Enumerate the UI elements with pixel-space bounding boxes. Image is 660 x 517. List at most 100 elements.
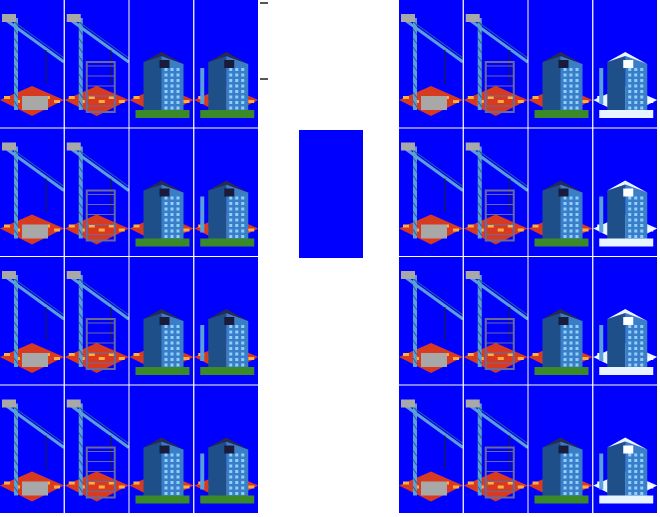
window: [634, 207, 638, 211]
window: [563, 218, 567, 222]
window: [229, 475, 233, 479]
window: [241, 475, 245, 479]
window: [634, 202, 638, 205]
crane-lattice: [477, 330, 483, 338]
tower-base: [534, 367, 589, 375]
tower-base: [599, 367, 654, 375]
ground-pattern: [487, 481, 494, 485]
window: [235, 492, 239, 495]
crane-lattice: [412, 229, 418, 236]
window: [569, 330, 573, 334]
window: [563, 224, 567, 227]
crane-jib-top: [70, 401, 130, 444]
window: [176, 79, 180, 82]
crane-jib-top: [404, 15, 464, 59]
window: [569, 84, 573, 88]
crane-mast: [413, 275, 417, 367]
crane-lattice: [78, 477, 84, 484]
window: [170, 347, 174, 350]
window: [176, 101, 180, 104]
window: [634, 486, 638, 490]
tower-left-face: [208, 56, 227, 116]
placeholder-swatch: [299, 130, 363, 258]
crane-lattice: [78, 73, 84, 81]
crane-lattice: [477, 486, 483, 493]
sprite-tile: [593, 128, 658, 256]
ground-pattern: [403, 96, 409, 99]
crane-lattice: [13, 450, 19, 457]
crane-lattice: [412, 211, 418, 218]
crane-jib-top: [70, 15, 130, 59]
crane-lattice: [412, 285, 418, 293]
window: [628, 101, 632, 104]
crane-jib-top: [70, 144, 130, 187]
crane-lattice: [412, 37, 418, 45]
window: [634, 106, 638, 110]
window: [628, 84, 632, 88]
crane-lattice: [13, 468, 19, 475]
ground-pattern: [403, 481, 409, 485]
crane-lattice: [13, 100, 19, 108]
ground-pattern: [54, 485, 60, 489]
ground-pattern: [453, 100, 459, 103]
window: [241, 229, 245, 233]
crane-lattice: [13, 330, 19, 338]
window: [634, 341, 638, 345]
window: [176, 224, 180, 227]
crane-lattice: [477, 46, 483, 54]
tower-base: [534, 495, 589, 504]
ground-pattern: [248, 485, 255, 489]
window: [176, 481, 180, 484]
sprite-tile: [194, 257, 259, 385]
window: [634, 101, 638, 104]
window: [634, 358, 638, 361]
sprite-tile: [0, 128, 65, 256]
window: [235, 486, 239, 490]
foundation-slab: [421, 481, 447, 496]
window: [569, 486, 573, 490]
window: [241, 459, 245, 462]
crane-lattice: [412, 459, 418, 466]
window: [229, 470, 233, 473]
crane-lattice: [13, 357, 19, 365]
tower-left-face: [607, 184, 626, 245]
rooftop-box: [159, 317, 170, 325]
window: [235, 235, 239, 238]
window: [575, 207, 579, 211]
ground-pattern: [248, 228, 255, 232]
ground-pattern: [517, 100, 524, 103]
scaffold-frame: [484, 61, 515, 113]
crane-lattice: [13, 285, 19, 293]
crane-lattice: [477, 312, 483, 320]
ground-pattern: [582, 357, 589, 360]
crane-lattice: [13, 321, 19, 329]
window: [640, 101, 644, 104]
window: [176, 84, 180, 88]
window: [634, 213, 638, 216]
ground-pattern: [532, 224, 539, 228]
window: [170, 358, 174, 361]
crane-mast: [477, 275, 482, 367]
window: [569, 475, 573, 479]
window: [235, 218, 239, 222]
rooftop-box: [558, 188, 569, 197]
window: [640, 224, 644, 227]
window: [628, 218, 632, 222]
ground-pattern: [453, 228, 459, 232]
window: [628, 358, 632, 361]
window: [164, 459, 168, 462]
window: [640, 95, 644, 99]
window: [628, 235, 632, 238]
window: [640, 213, 644, 216]
sprite-tile: [463, 0, 529, 128]
window: [569, 207, 573, 211]
window: [563, 213, 567, 216]
ground-pattern: [497, 357, 504, 360]
crane-lattice: [412, 64, 418, 72]
crane-lattice: [477, 100, 483, 108]
window: [176, 358, 180, 361]
window: [569, 352, 573, 356]
sprite-tile: [0, 385, 65, 513]
window: [170, 325, 174, 328]
